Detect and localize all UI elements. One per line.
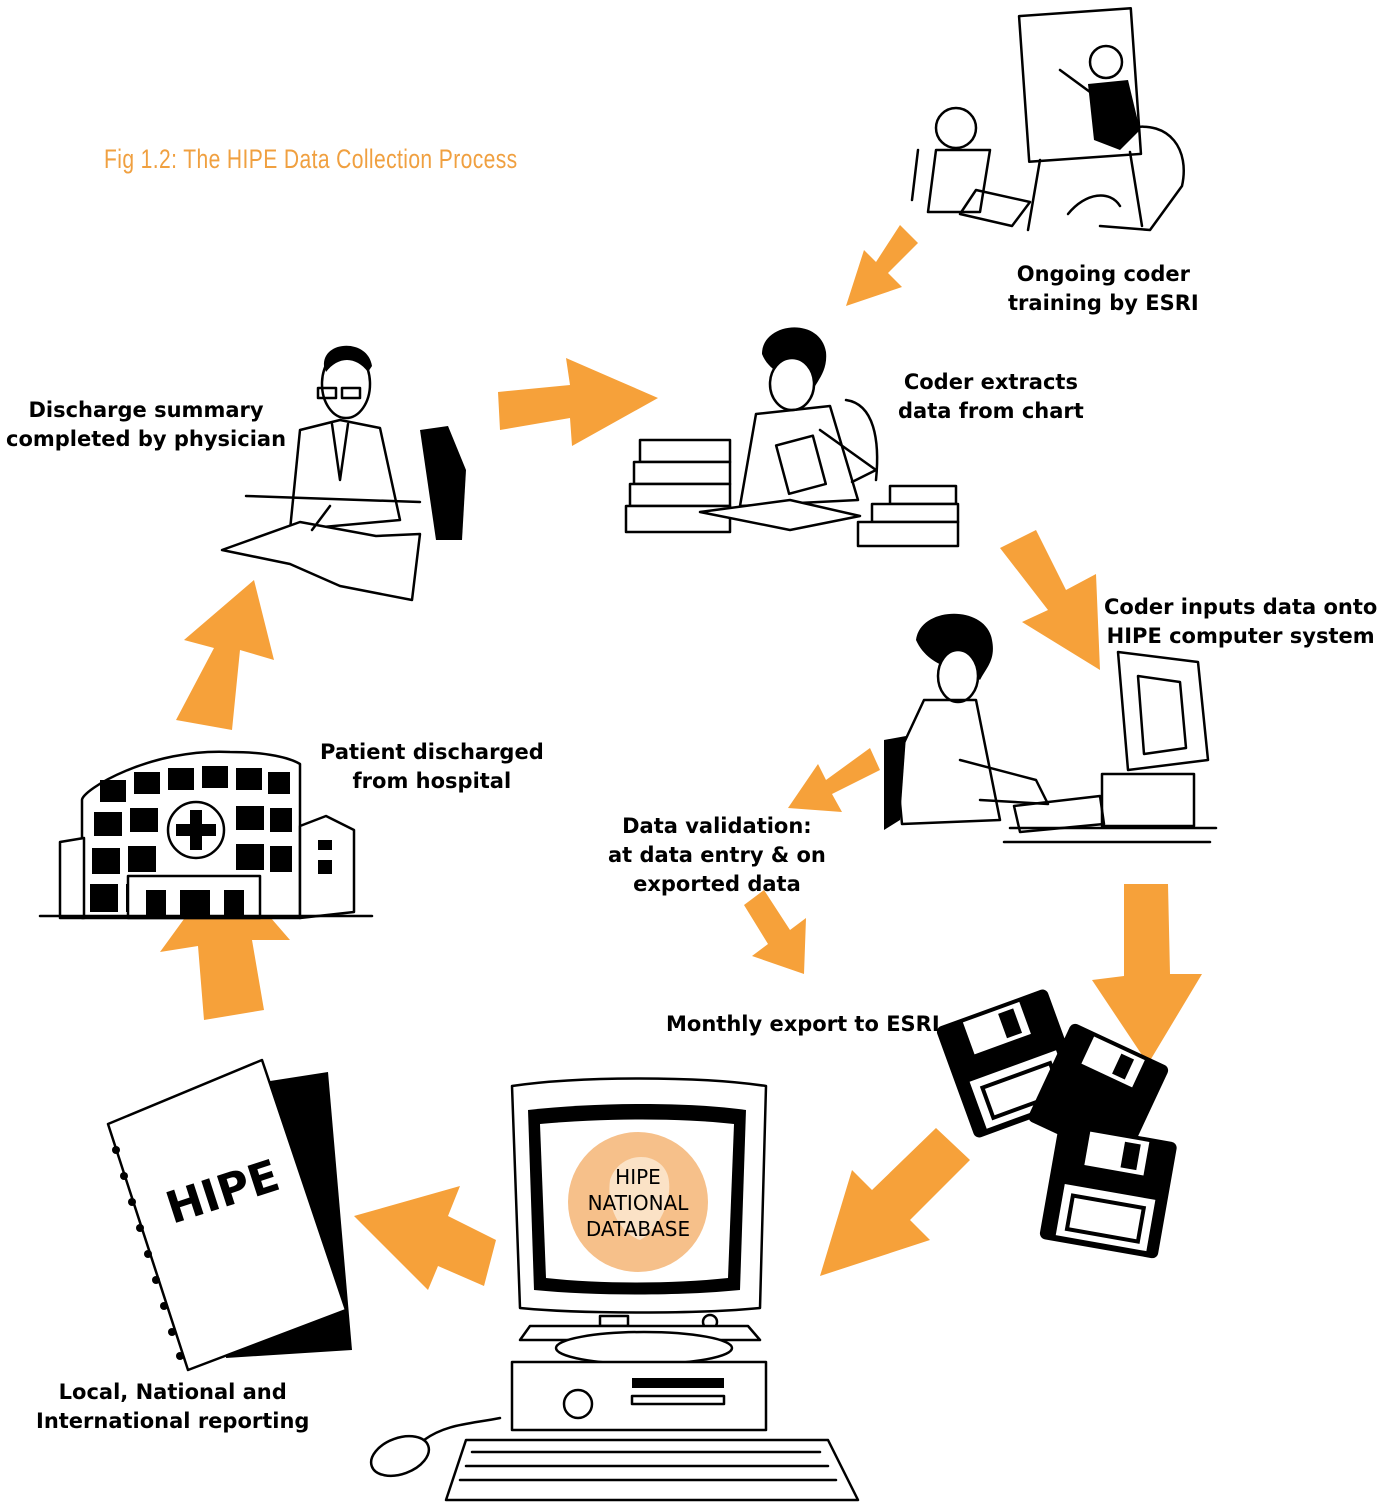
desktop-computer-illustration bbox=[369, 1077, 860, 1502]
arrow-summary-to-extract bbox=[498, 358, 658, 446]
label-reporting-line1: Local, National and bbox=[58, 1380, 287, 1404]
report-book-illustration bbox=[106, 1058, 352, 1372]
label-export-line1: Monthly export to ESRI bbox=[666, 1012, 940, 1036]
label-discharge-line1: Patient discharged bbox=[320, 740, 544, 764]
label-reporting: Local, National and International report… bbox=[36, 1378, 309, 1436]
label-extract-line2: data from chart bbox=[898, 399, 1084, 423]
label-training-line1: Ongoing coder bbox=[1016, 262, 1190, 286]
training-presentation-illustration bbox=[910, 7, 1185, 232]
label-discharge: Patient discharged from hospital bbox=[320, 738, 544, 796]
label-export: Monthly export to ESRI bbox=[666, 1010, 940, 1039]
arrow-validation-to-export bbox=[744, 890, 806, 974]
physician-writing-illustration bbox=[220, 345, 466, 602]
database-label-line2: NATIONAL bbox=[587, 1191, 689, 1215]
hospital-building-illustration bbox=[38, 750, 374, 920]
label-extract: Coder extracts data from chart bbox=[898, 368, 1084, 426]
arrow-input-to-validation bbox=[788, 748, 880, 812]
arrow-disks-to-database bbox=[820, 1128, 970, 1276]
label-extract-line1: Coder extracts bbox=[903, 370, 1078, 394]
label-discharge-line2: from hospital bbox=[352, 769, 512, 793]
floppy-disks-icon bbox=[936, 989, 1177, 1259]
label-summary: Discharge summary completed by physician bbox=[6, 396, 286, 454]
arrow-extract-to-input bbox=[1000, 530, 1100, 670]
figure-title: Fig 1.2: The HIPE Data Collection Proces… bbox=[104, 144, 518, 174]
label-summary-line2: completed by physician bbox=[6, 427, 287, 451]
label-training-line2: training by ESRI bbox=[1008, 291, 1199, 315]
label-input-line2: HIPE computer system bbox=[1106, 624, 1375, 648]
label-validation-line1: Data validation: bbox=[622, 814, 812, 838]
arrow-hospital-to-summary bbox=[176, 580, 274, 730]
label-training: Ongoing coder training by ESRI bbox=[1008, 260, 1199, 318]
database-label-line3: DATABASE bbox=[585, 1217, 691, 1241]
label-input-line1: Coder inputs data onto bbox=[1104, 595, 1378, 619]
label-validation: Data validation: at data entry & on expo… bbox=[608, 812, 826, 899]
label-reporting-line2: International reporting bbox=[36, 1409, 310, 1433]
label-summary-line1: Discharge summary bbox=[28, 398, 264, 422]
database-screen-label: HIPE NATIONAL DATABASE bbox=[570, 1164, 706, 1242]
arrow-database-to-reporting bbox=[354, 1186, 496, 1290]
arrow-training-to-extract bbox=[846, 225, 918, 306]
coder-at-desk-illustration bbox=[624, 327, 960, 548]
database-label-line1: HIPE bbox=[615, 1165, 661, 1189]
arrow-input-to-disks bbox=[1092, 884, 1202, 1064]
label-validation-line3: exported data bbox=[633, 872, 801, 896]
label-validation-line2: at data entry & on bbox=[608, 843, 826, 867]
coder-at-computer-illustration bbox=[884, 613, 1218, 844]
label-input: Coder inputs data onto HIPE computer sys… bbox=[1104, 593, 1377, 651]
